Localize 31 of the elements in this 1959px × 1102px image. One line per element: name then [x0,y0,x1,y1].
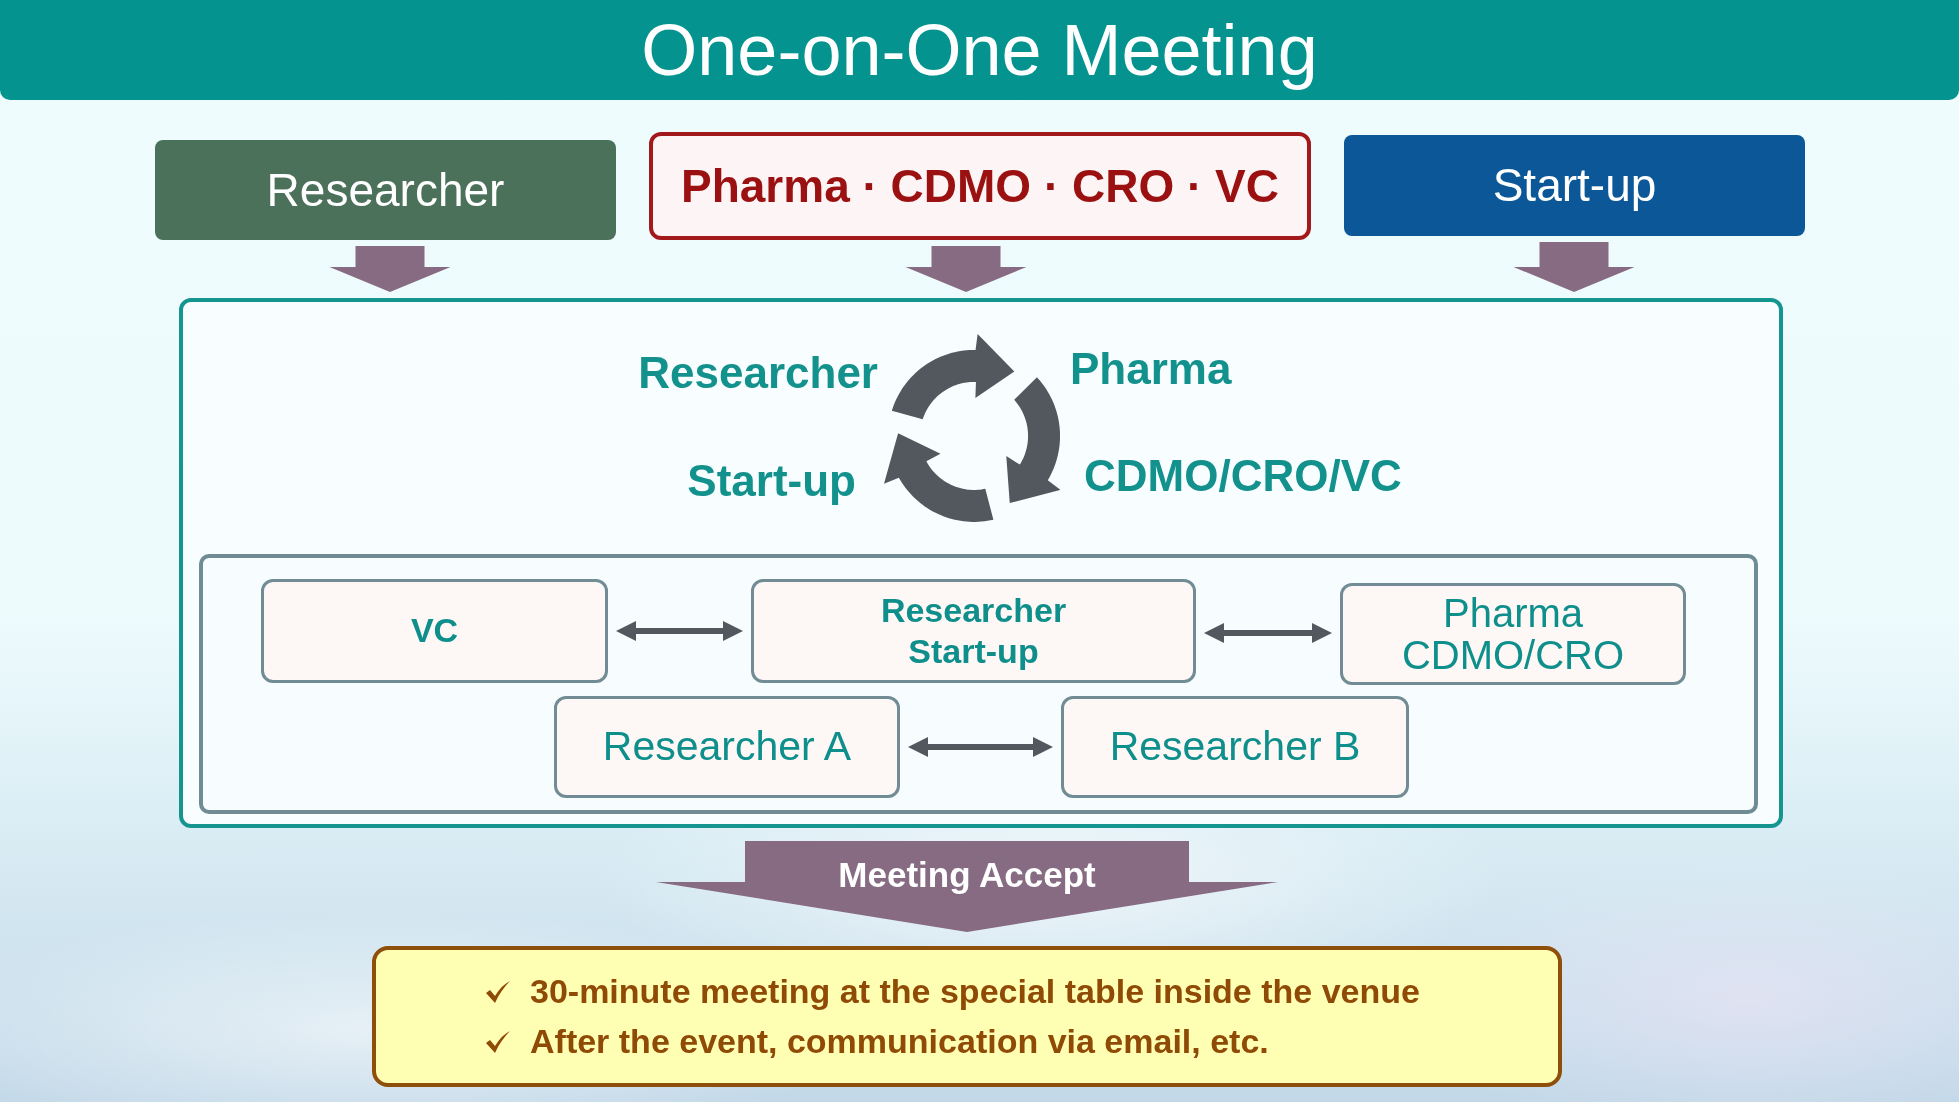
box-label: Researcher Start-up [879,590,1068,672]
role-box [155,140,616,240]
note-text: After the event, communication via email, etc. [530,1021,1269,1062]
box-label: VC [410,611,459,651]
box-label: Researcher B [1109,723,1361,771]
cycle-label: Pharma [1070,344,1232,394]
box-label: Start-up [1492,159,1657,212]
box-label: Researcher A [602,723,852,771]
note-box [372,946,1562,1087]
box-label: Researcher [266,163,505,217]
double-arrow [908,737,1053,757]
note-text: 30-minute meeting at the special table inside the venue [530,971,1420,1012]
double-arrow [1204,623,1332,643]
block-arrow [905,246,1027,292]
cycle-label: CDMO/CRO/VC [1084,451,1402,501]
party-box [751,579,1196,683]
party-box [261,579,608,683]
role-box [1344,135,1805,236]
party-box [1340,583,1686,685]
cycle-label: Start-up [687,456,856,506]
matching-panel [179,298,1783,828]
block-arrow [329,246,451,292]
box-label: Pharma CDMO/CRO [1400,592,1626,676]
cycle-label: Researcher [638,348,878,398]
party-box [1061,696,1409,798]
box-label: Pharma · CDMO · CRO · VC [680,159,1279,213]
block-arrow [1513,242,1635,292]
pairing-panel [199,554,1758,814]
party-box [554,696,900,798]
role-box [649,132,1311,240]
double-arrow [616,621,743,641]
